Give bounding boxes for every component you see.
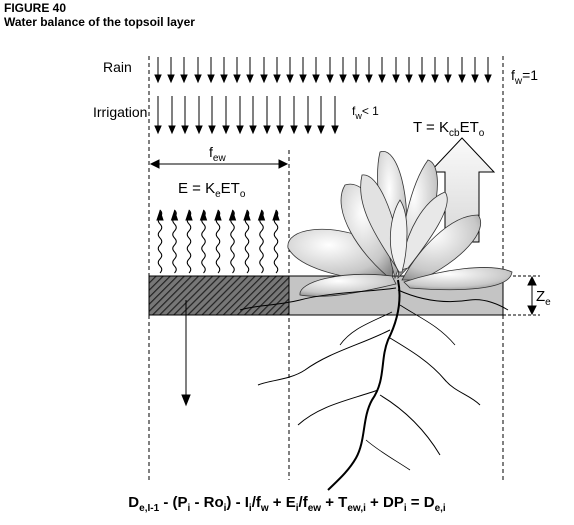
rain-arrow-head <box>299 74 307 84</box>
equation-term: w <box>260 503 269 514</box>
rain-arrow-head <box>167 74 175 84</box>
rain-arrow-head <box>273 74 281 84</box>
evaporation-equation: E = KeETo <box>178 180 246 200</box>
irrigation-arrow-head <box>290 125 298 135</box>
irrigation-arrow-head <box>181 125 189 135</box>
equation-term: /f <box>251 494 261 511</box>
irrigation-arrow-head <box>317 125 325 135</box>
rain-arrow-head <box>458 74 466 84</box>
equation-term: + <box>321 494 339 511</box>
rain-arrow-head <box>365 74 373 84</box>
evaporation-arrow-head <box>257 209 266 221</box>
irrigation-arrow-head <box>222 125 230 135</box>
equation-term: D <box>128 494 140 511</box>
irrigation-arrow-head <box>263 125 271 135</box>
evaporation-arrow-head <box>170 209 179 221</box>
equation-term: - ( <box>159 494 178 511</box>
evaporation-arrow-head <box>214 209 222 221</box>
rain-arrow-head <box>352 74 360 84</box>
rain-arrow-head <box>405 74 413 84</box>
equation-term: + <box>365 494 383 511</box>
equation-term: i <box>187 503 191 514</box>
rain-arrows <box>154 57 492 84</box>
plant-canopy <box>287 151 513 297</box>
equation-term: Ro <box>203 494 224 511</box>
equation-term: D <box>423 494 435 511</box>
equation-term: = <box>406 494 424 511</box>
rain-arrow-head <box>194 74 202 84</box>
rain-arrow-head <box>312 74 320 84</box>
water-balance-equation: De,I-1 - (Pi - Roi) - Ii/fw + Ei/few + T… <box>0 492 574 520</box>
equation-term: ) - <box>226 494 245 511</box>
few-dimension-arrow <box>149 159 289 169</box>
evaporation-arrow-head <box>243 209 251 221</box>
equation-term: e,I-1 <box>139 503 160 514</box>
equation-term: E <box>285 494 296 511</box>
figure-title: Water balance of the topsoil layer <box>4 15 195 29</box>
rain-arrow-head <box>484 74 492 84</box>
deep-percolation-arrow <box>181 300 191 407</box>
irrigation-arrow-head <box>304 125 312 135</box>
irrigation-arrow-head <box>154 125 162 135</box>
equation-term: ew <box>307 503 322 514</box>
irrigation-fw-label: fw< 1 <box>352 104 379 121</box>
rain-label: Rain <box>103 59 132 75</box>
evaporation-arrow-head <box>228 209 237 221</box>
evaporation-wavy-arrows <box>156 209 280 274</box>
rain-arrow-head <box>180 74 188 84</box>
rain-fw-label: fw=1 <box>511 67 538 87</box>
wetted-exposed-soil <box>148 275 290 316</box>
equation-term: I <box>244 494 249 511</box>
irrigation-arrows <box>154 96 339 135</box>
irrigation-arrow-head <box>236 125 244 135</box>
equation-term: i <box>403 503 407 514</box>
evaporation-arrow-head <box>185 209 193 221</box>
equation-term: T <box>338 494 348 511</box>
evaporation-arrow-head <box>199 209 208 221</box>
rain-arrow-head <box>431 74 439 84</box>
figure-label: FIGURE 40 <box>4 1 67 15</box>
rain-arrow-head <box>392 74 400 84</box>
ze-dimension-arrow <box>503 275 540 316</box>
irrigation-arrow-head <box>331 125 339 135</box>
irrigation-arrow-head <box>276 125 284 135</box>
rain-arrow-head <box>286 74 294 84</box>
plant-roots <box>239 279 509 491</box>
rain-arrow-head <box>260 74 268 84</box>
equation-term: ew,i <box>347 503 366 514</box>
figure-heading: FIGURE 40 Water balance of the topsoil l… <box>4 1 195 29</box>
rain-arrow-head <box>444 74 452 84</box>
equation-term: i <box>248 503 252 514</box>
rain-arrow-head <box>418 74 426 84</box>
irrigation-arrow-head <box>208 125 216 135</box>
irrigation-label: Irrigation <box>93 104 147 120</box>
rain-arrow-head <box>339 74 347 84</box>
transpiration-equation: T = KcbETo <box>413 119 485 139</box>
equation-term: i <box>295 503 299 514</box>
rain-arrow-head <box>220 74 228 84</box>
irrigation-arrow-head <box>168 125 176 135</box>
irrigation-arrow-head <box>249 125 257 135</box>
rain-arrow-head <box>207 74 215 84</box>
equation-term: - <box>190 494 204 511</box>
rain-arrow-head <box>233 74 241 84</box>
rain-arrow-head <box>378 74 386 84</box>
evaporation-arrow-head <box>156 209 164 221</box>
rain-arrow-head <box>326 74 334 84</box>
irrigation-arrow-head <box>195 125 203 135</box>
equation-term: /f <box>298 494 308 511</box>
equation-term: DP <box>382 494 404 511</box>
equation-term: P <box>177 494 188 511</box>
rain-arrow-head <box>154 74 162 84</box>
ze-label: Ze <box>536 288 551 308</box>
few-label: few <box>209 144 226 164</box>
rain-arrow-head <box>246 74 254 84</box>
rain-arrow-head <box>471 74 479 84</box>
evaporation-arrow-head <box>272 209 280 221</box>
equation-term: i <box>223 503 227 514</box>
equation-term: + <box>268 494 286 511</box>
equation-term: e,i <box>434 503 446 514</box>
